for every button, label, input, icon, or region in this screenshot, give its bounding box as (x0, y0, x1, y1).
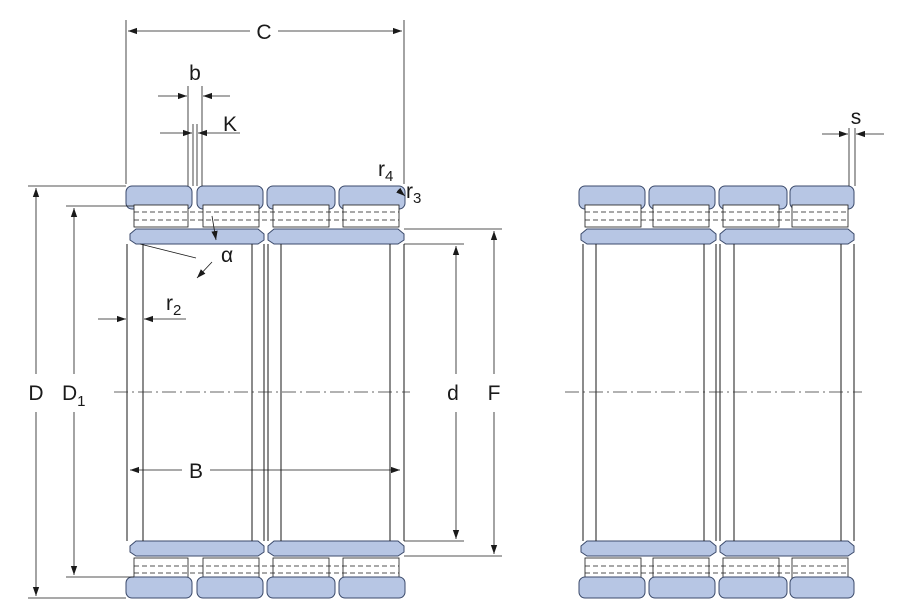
label-r4-main: r (378, 158, 385, 181)
label-r3-sub: 3 (413, 190, 421, 207)
label-f: F (488, 382, 501, 405)
label-r2: r2 (166, 292, 181, 319)
label-r2-sub: 2 (173, 302, 181, 319)
bearing-section-view-left (114, 185, 410, 599)
dimension-bore-d (404, 243, 464, 542)
label-r2-main: r (166, 292, 173, 315)
outer-ring-top (125, 185, 406, 210)
label-k: K (223, 113, 237, 136)
roller-row-top-right (584, 204, 849, 228)
label-d1-main: D (62, 382, 77, 405)
label-b-width: B (189, 460, 203, 483)
label-s: s (851, 106, 862, 129)
inner-ring-bottom (129, 540, 405, 557)
outer-ring-top-right (578, 185, 855, 210)
dimension-d-outer (28, 185, 126, 599)
dimension-s (822, 128, 884, 186)
roller-row-bottom-right (584, 557, 849, 581)
inner-ring-top (129, 228, 405, 245)
inner-ring-bottom-right (580, 540, 855, 557)
dimension-d1 (66, 205, 134, 578)
dimension-alpha (139, 215, 218, 279)
dimension-k (160, 124, 240, 186)
label-r4: r4 (378, 158, 393, 185)
bearing-section-view-right (565, 185, 862, 599)
dimension-c (125, 20, 405, 184)
label-d-outer: D (28, 382, 43, 405)
label-c: C (256, 21, 271, 44)
label-d1: D1 (62, 382, 86, 410)
label-b-small: b (189, 62, 201, 85)
label-r3-main: r (406, 180, 413, 203)
dimension-r3 (396, 187, 406, 197)
inner-ring-top-right (580, 228, 855, 245)
label-r4-sub: 4 (385, 168, 393, 185)
label-bore-d: d (447, 382, 459, 405)
bore-outline-right (582, 244, 855, 541)
roller-row-top (133, 204, 400, 228)
label-alpha: α (221, 244, 233, 267)
dimension-b-small (158, 86, 230, 186)
label-r3: r3 (406, 180, 421, 207)
bore-outline (126, 244, 405, 541)
outer-ring-bottom (125, 576, 406, 599)
outer-ring-bottom-right (578, 576, 855, 599)
dimension-f (404, 228, 502, 557)
label-d1-sub: 1 (77, 393, 85, 410)
